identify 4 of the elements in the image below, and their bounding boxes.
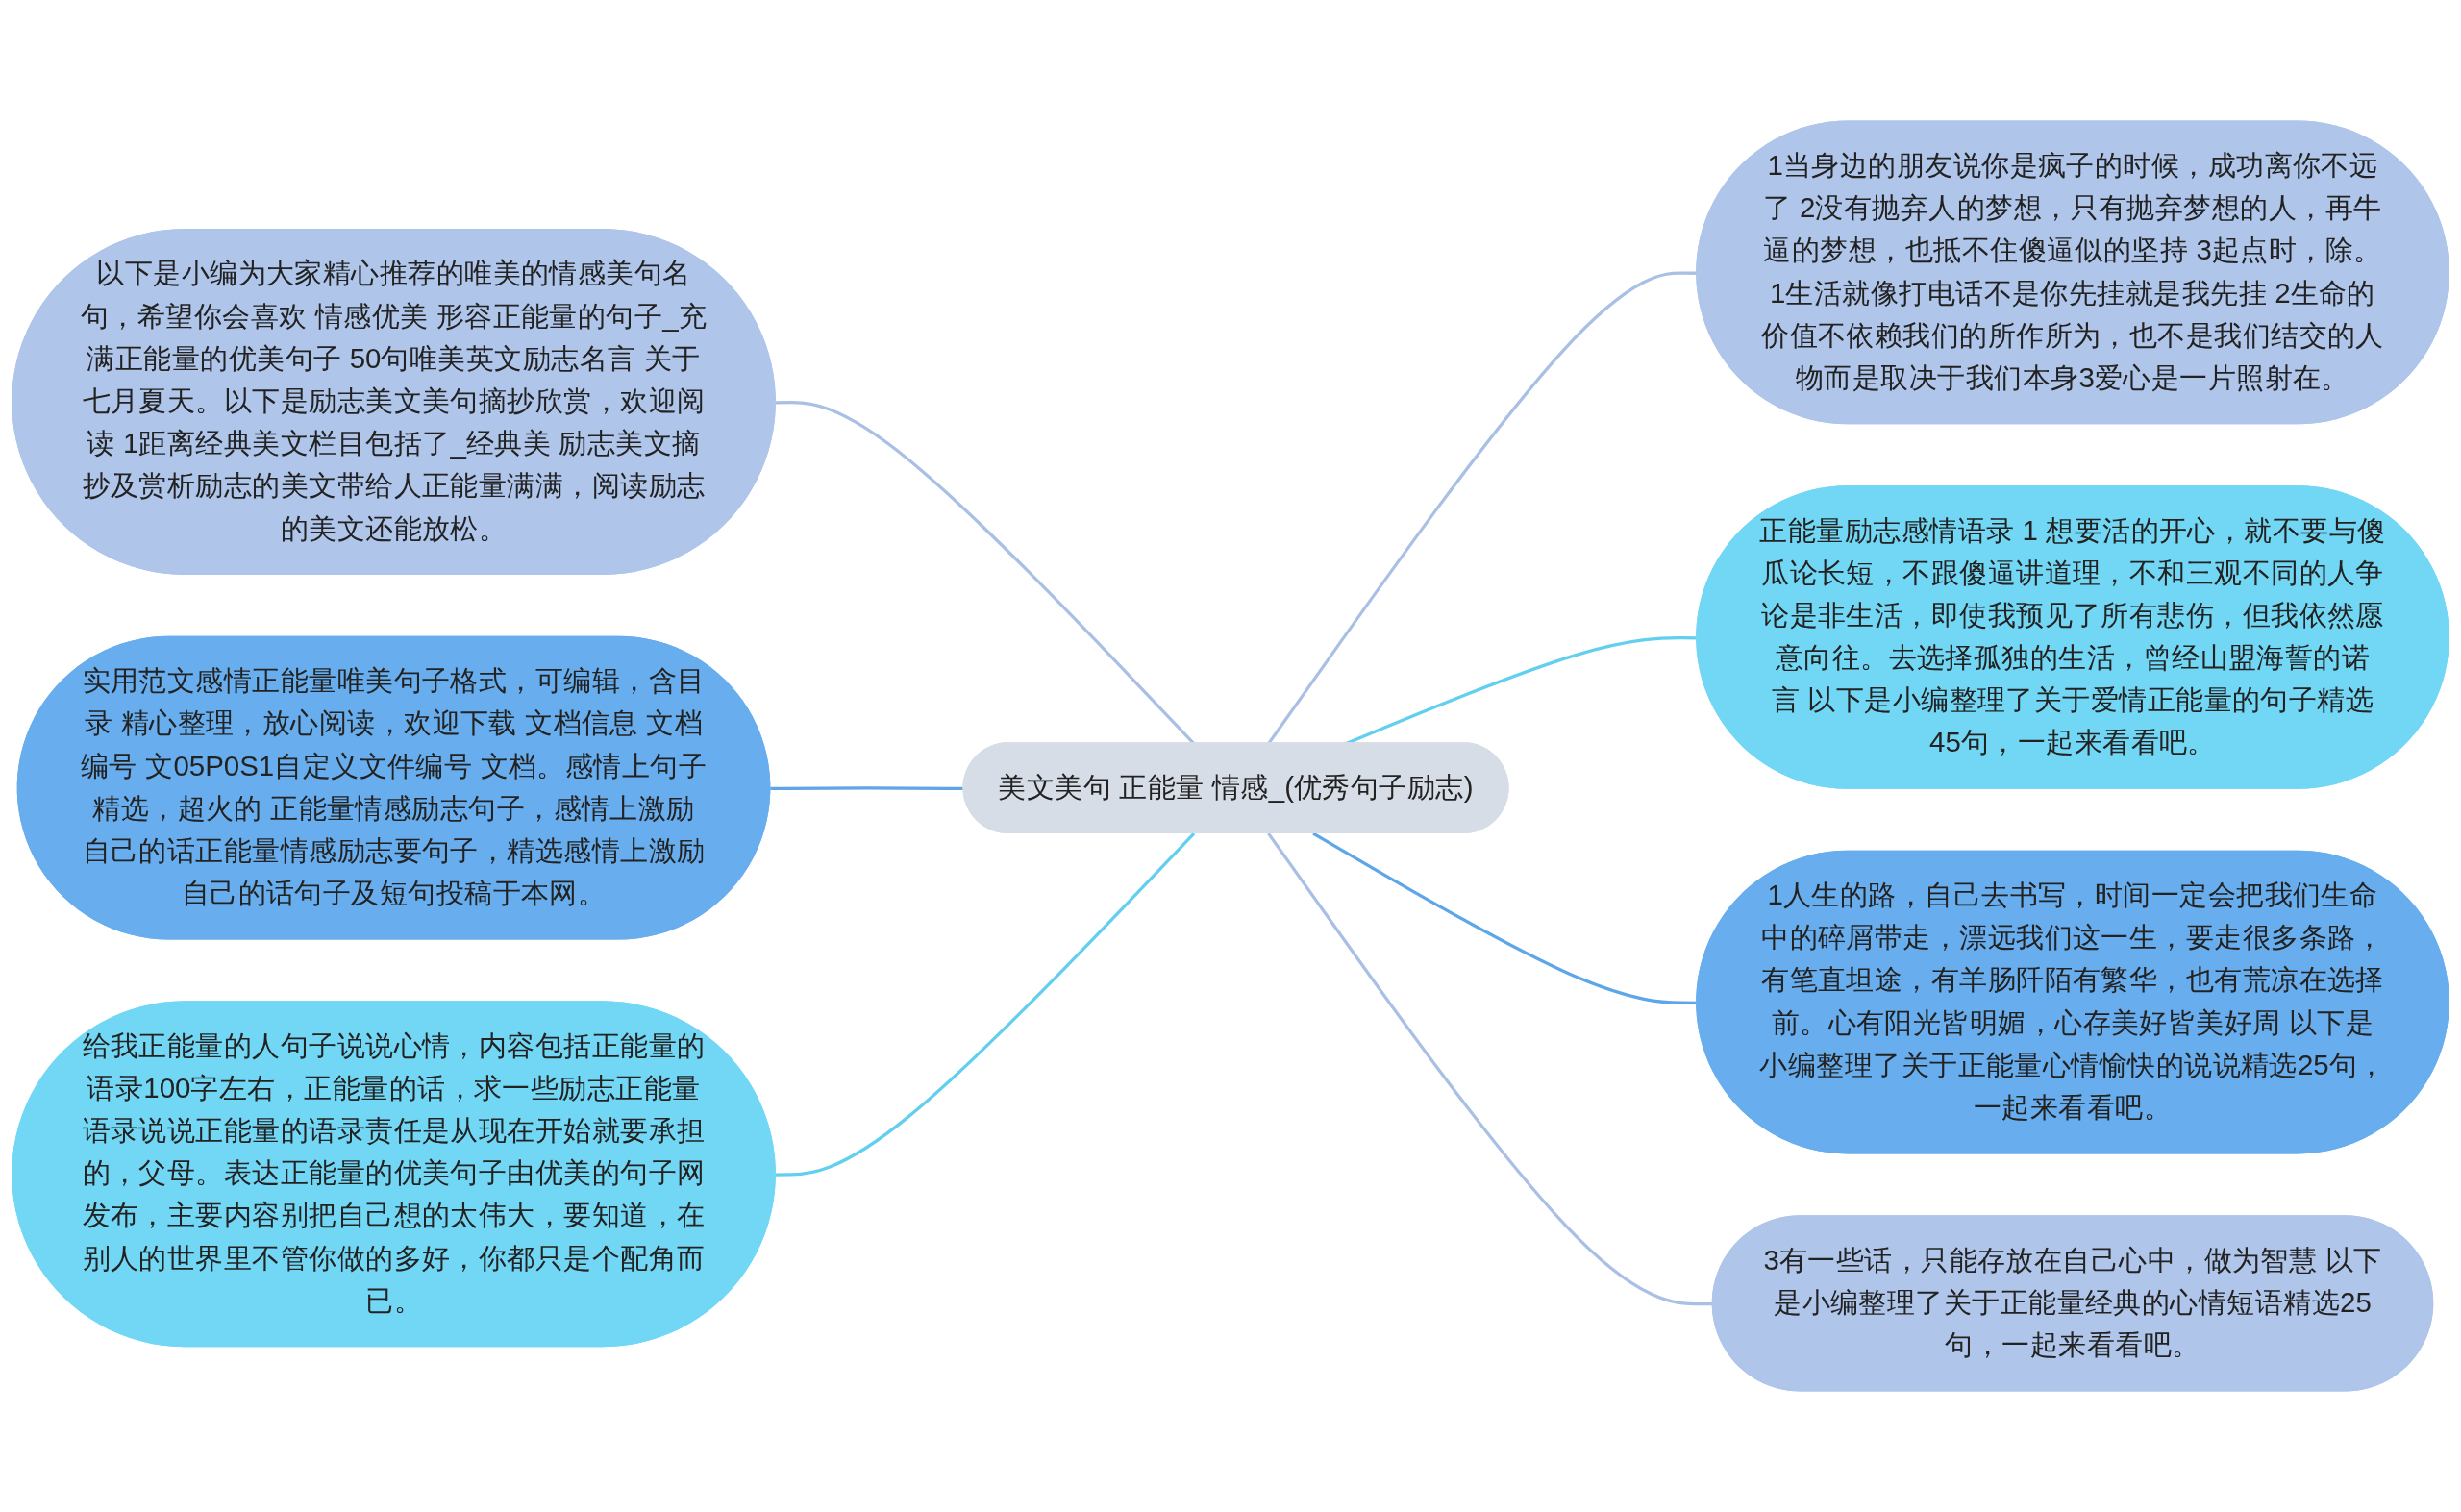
connector — [775, 831, 1196, 1177]
connector — [1267, 271, 1698, 745]
connector — [1312, 831, 1698, 1004]
connector — [775, 401, 1196, 745]
